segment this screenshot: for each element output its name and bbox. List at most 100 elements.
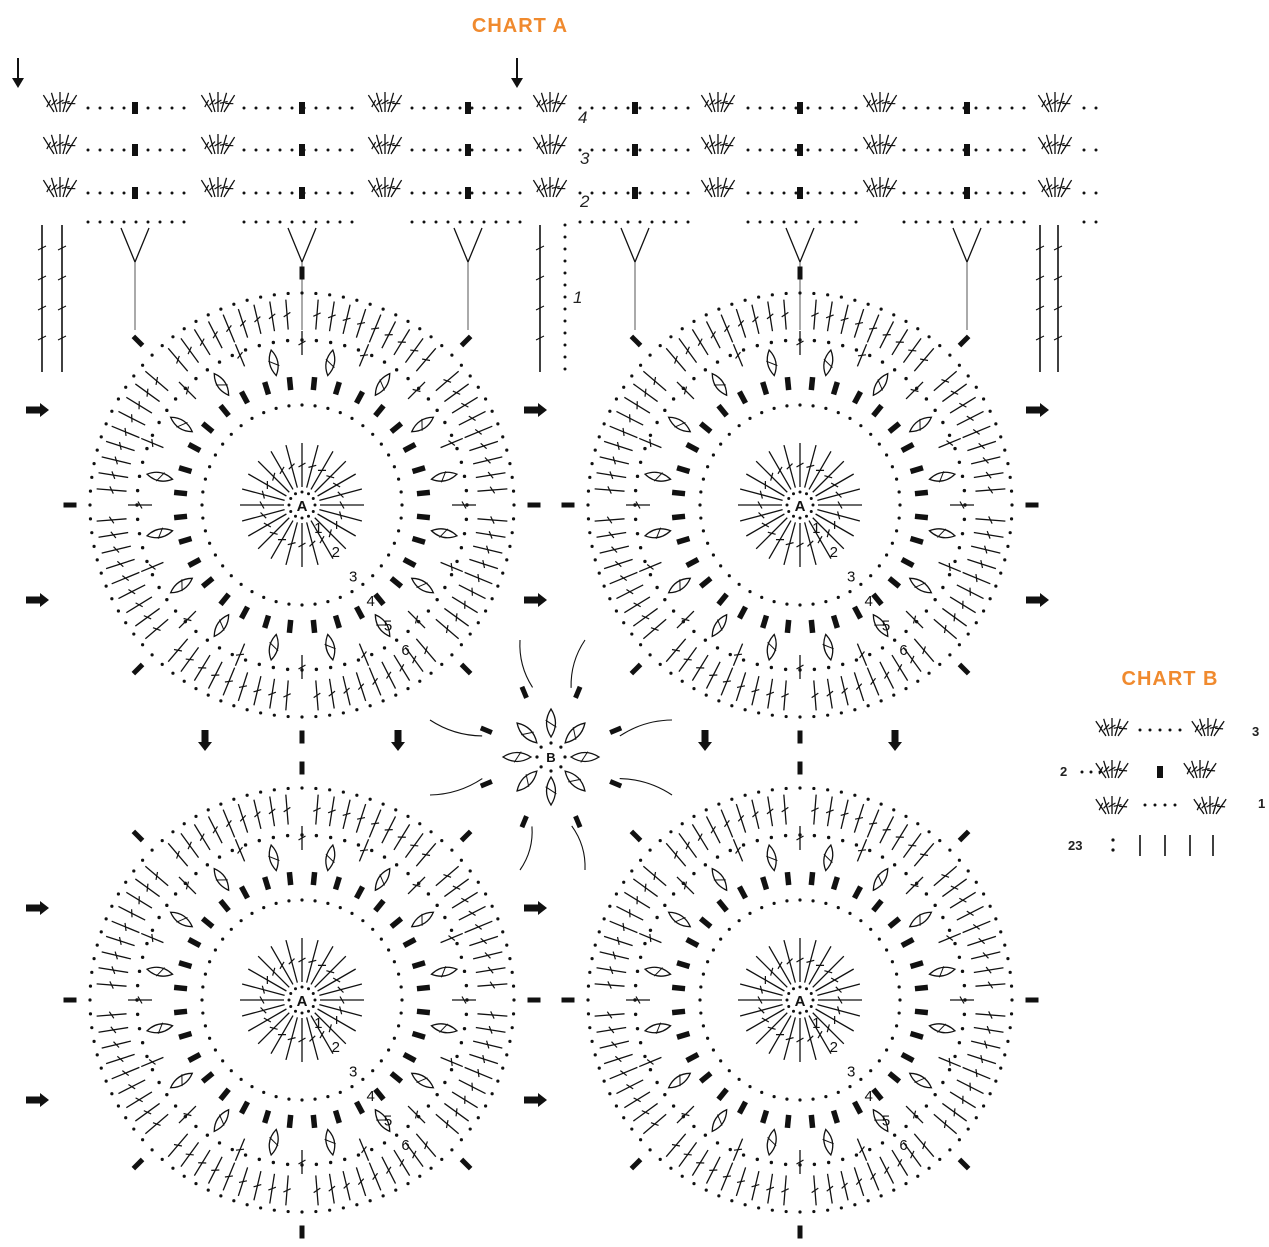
- chain-dot: [603, 1080, 606, 1083]
- chain-dot: [989, 597, 992, 600]
- shell-stitch: [706, 816, 720, 843]
- slip-stitch-bar: [174, 516, 187, 517]
- shell-stitch: [57, 134, 64, 154]
- chain-dot: [450, 848, 453, 851]
- chain-dot: [659, 344, 662, 347]
- shell-stitch: [715, 177, 722, 197]
- chain-dot: [681, 680, 684, 683]
- chain-dot: [799, 986, 802, 989]
- shell-stitch: [343, 305, 351, 334]
- shell-stitch: [767, 797, 773, 827]
- treble-stitch: [408, 877, 425, 894]
- chain-dot: [105, 422, 108, 425]
- chain-dot: [958, 1041, 961, 1044]
- chain-dot: [748, 590, 751, 593]
- chain-dot: [824, 902, 827, 905]
- chain-dot: [603, 422, 606, 425]
- chain-dot: [813, 834, 816, 837]
- double-crochet-stitch: [315, 956, 346, 987]
- slip-stitch-bar: [391, 423, 401, 431]
- chain-dot: [460, 364, 463, 367]
- chain-dot: [1006, 957, 1009, 960]
- bobble-tick: [270, 1137, 279, 1145]
- chain-dot: [89, 1012, 92, 1015]
- stitch-tick: [981, 560, 983, 568]
- chain-dot: [639, 364, 642, 367]
- chain-dot: [840, 1206, 843, 1209]
- shell-stitch: [99, 471, 129, 479]
- chain-dot: [999, 149, 1002, 152]
- chain-dot: [171, 1167, 174, 1170]
- chain-dot: [459, 149, 462, 152]
- bobble-stitch: [214, 374, 228, 396]
- chain-dot: [219, 699, 222, 702]
- joining-chain: [571, 640, 585, 688]
- chain-dot: [326, 902, 329, 905]
- shell-stitch: [633, 608, 657, 626]
- chain-dot: [1010, 490, 1013, 493]
- chain-dot: [813, 1163, 816, 1166]
- stitch-tick: [1119, 770, 1127, 771]
- chain-dot: [519, 192, 522, 195]
- round-number-label: 4: [366, 1088, 374, 1105]
- chain-dot: [744, 794, 747, 797]
- chain-dot: [1023, 149, 1026, 152]
- stitch-tick: [147, 884, 148, 892]
- chain-dot: [622, 881, 625, 884]
- chain-dot: [798, 1098, 801, 1101]
- chain-dot: [639, 1041, 642, 1044]
- chain-dot: [272, 341, 275, 344]
- shell-stitch: [934, 371, 957, 390]
- shell-stitch: [974, 472, 1004, 478]
- chain-dot: [273, 788, 276, 791]
- stitch-tick: [981, 1055, 983, 1063]
- bobble-outline: [375, 374, 389, 396]
- slip-stitch-bar: [461, 664, 470, 673]
- shell-stitch: [854, 804, 863, 833]
- chain-dot: [938, 1158, 941, 1161]
- chain-dot: [124, 386, 127, 389]
- shell-stitch: [328, 797, 336, 827]
- chain-dot: [394, 694, 397, 697]
- slip-stitch-bar: [265, 382, 269, 394]
- chain-dot: [105, 585, 108, 588]
- chain-dot: [975, 107, 978, 110]
- chain-dot: [427, 609, 430, 612]
- chain-dot: [540, 746, 543, 749]
- chain-dot: [357, 1153, 360, 1156]
- chain-dot: [273, 714, 276, 717]
- shell-stitch: [942, 879, 966, 897]
- stitch-tick: [954, 613, 955, 621]
- chain-dot: [712, 948, 715, 951]
- bobble-outline: [910, 578, 932, 592]
- down-arrow-icon: [888, 742, 902, 751]
- chain-dot: [136, 518, 139, 521]
- chain-dot: [916, 822, 919, 825]
- chain-dot: [927, 1167, 930, 1170]
- chain-dot: [704, 863, 707, 866]
- bobble-outline: [873, 374, 887, 396]
- shell-stitch: [752, 800, 759, 829]
- shell-stitch: [547, 92, 554, 112]
- chain-dot: [603, 917, 606, 920]
- shell-stitch: [459, 411, 486, 425]
- chain-dot: [598, 930, 601, 933]
- shell-stitch: [465, 921, 493, 932]
- chain-dot: [895, 973, 898, 976]
- bobble-tick: [675, 917, 686, 922]
- chain-dot: [681, 327, 684, 330]
- chain-dot: [826, 714, 829, 717]
- slip-stitch-bar: [174, 987, 187, 988]
- round-number-label: 3: [847, 569, 855, 586]
- chain-dot: [759, 221, 762, 224]
- chain-dot: [742, 348, 745, 351]
- chain-dot: [315, 1163, 318, 1166]
- chain-dot: [953, 560, 956, 563]
- chain-dot: [429, 335, 432, 338]
- shell-stitch: [597, 471, 627, 479]
- chain-dot: [99, 107, 102, 110]
- slip-stitch-bar: [356, 1102, 362, 1113]
- chain-dot: [831, 221, 834, 224]
- stitch-tick: [186, 1154, 194, 1155]
